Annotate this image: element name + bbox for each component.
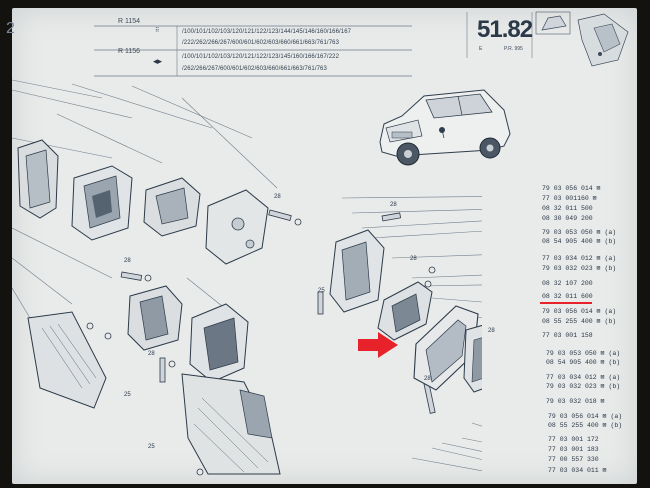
callout-1: 28: [274, 194, 281, 200]
part-number: 77 03 001 158: [542, 332, 593, 339]
part-number: 79 03 056 014 ⊠ (a): [542, 308, 617, 315]
model-codes-1b: /222/262/266/267/600/601/602/603/660/661…: [182, 40, 340, 46]
part-number: 08 55 255 400 ⊠ (b): [542, 318, 617, 325]
part-number-highlighted: 08 32 011 600: [542, 293, 593, 300]
callout-9: 25: [124, 392, 131, 398]
part-number: 77 00 557 330: [548, 456, 599, 463]
engine-icon: ⠿: [155, 28, 160, 34]
part-number: 08 30 049 200: [542, 215, 593, 222]
section-number: 51.82: [477, 16, 533, 43]
part-number: 77 03 034 011 ⊠: [548, 467, 607, 474]
part-number: 08 54 905 400 ⊠ (b): [546, 359, 621, 366]
thumbnail-diagram: [535, 11, 629, 67]
part-number: 08 32 011 500: [542, 205, 593, 212]
exploded-parts-diagram: [12, 79, 482, 476]
part-number: 08 55 255 400 ⊠ (b): [548, 422, 623, 429]
part-number: 77 03 001 172: [548, 436, 599, 443]
part-number: 08 54 905 400 ⊠ (b): [542, 238, 617, 245]
callout-6: 28: [148, 351, 155, 357]
part-number: 77 03 034 012 ⊠ (a): [542, 255, 617, 262]
callout-7: 28: [488, 328, 495, 334]
header-rules: [94, 12, 533, 77]
part-number: 77 03 034 012 ⊠ (a): [546, 374, 621, 381]
section-letter: E: [479, 46, 483, 52]
part-number: 79 03 032 018 ⊠: [546, 398, 605, 405]
callout-8: 28: [424, 376, 431, 382]
part-number: 79 03 032 023 ⊠ (b): [542, 265, 617, 272]
part-number: 79 03 056 014 ⊠: [542, 185, 601, 192]
transmission-icon: ◂▸: [153, 56, 163, 66]
callout-5: 28: [410, 256, 417, 262]
page-mark: 2: [6, 20, 15, 37]
model-codes-2b: /262/266/267/600/601/602/603/660/661/663…: [182, 66, 327, 72]
callout-2: 28: [124, 258, 131, 264]
part-number: 77 03 001160 ⊠: [542, 195, 597, 202]
car-illustration: [379, 89, 511, 166]
section-code: P.R. 995: [504, 46, 523, 52]
model-codes-1a: /100/101/102/103/120/121/122/123/144/145…: [182, 29, 352, 35]
part-number: 79 03 053 050 ⊠ (a): [546, 350, 621, 357]
highlight-arrow: [358, 332, 398, 358]
callout-4: 25: [318, 288, 325, 294]
model-label-1: R 1154: [118, 18, 141, 25]
callout-3: 28: [390, 202, 397, 208]
part-number: 77 03 001 183: [548, 446, 599, 453]
part-number: 79 03 032 023 ⊠ (b): [546, 383, 621, 390]
parts-catalog-page: 2 R 1154 ⠿ /100/101/102/103/120/121/122/…: [6, 8, 637, 484]
callout-10: 25: [148, 444, 155, 450]
part-number: 79 03 056 014 ⊠ (a): [548, 413, 623, 420]
part-number: 08 32 107 200: [542, 280, 593, 287]
part-number: 79 03 053 050 ⊠ (a): [542, 229, 617, 236]
model-codes-2a: /100/101/102/103/120/121/122/123/145/160…: [182, 54, 340, 60]
model-label-2: R 1156: [118, 48, 141, 55]
highlight-underline: [540, 302, 592, 304]
